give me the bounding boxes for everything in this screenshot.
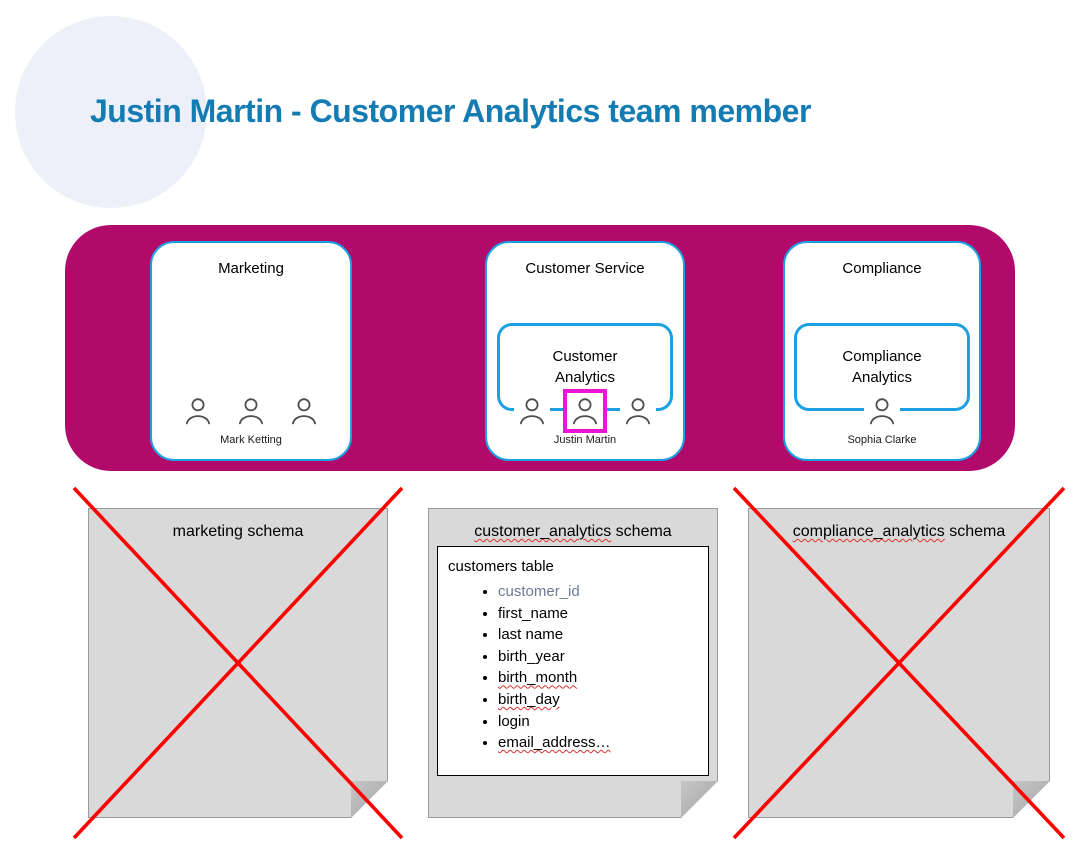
dept-marketing: Marketing Mark Ketting — [150, 241, 352, 461]
folded-corner — [1013, 781, 1050, 818]
column-list: customer_id first_name last name birth_y… — [448, 581, 702, 754]
folded-corner — [351, 781, 388, 818]
dept-name: Compliance — [842, 260, 922, 277]
customers-table: customers table customer_id first_name l… — [437, 546, 709, 776]
column-item: first_name — [498, 603, 702, 625]
member-label: Sophia Clarke — [847, 434, 917, 446]
folded-corner — [681, 781, 718, 818]
note-background — [748, 508, 1050, 818]
schema-note-compliance-analytics: compliance_analytics schema — [748, 508, 1050, 818]
column-item: last name — [498, 624, 702, 646]
customer-analytics-members — [487, 389, 683, 433]
team-name: Compliance Analytics — [842, 348, 922, 386]
column-item: birth_year — [498, 646, 702, 668]
compliance-analytics-members — [785, 393, 979, 429]
column-item: birth_day — [498, 689, 702, 711]
schema-title-word: compliance_analytics — [792, 523, 945, 540]
dept-compliance: Compliance Compliance Analytics Sophia C… — [783, 241, 981, 461]
dept-customer-service: Customer Service Customer Analytics Just… — [485, 241, 685, 461]
table-title: customers table — [448, 558, 554, 575]
person-icon — [233, 393, 269, 429]
person-icon-justin-martin-highlighted — [563, 389, 607, 433]
schema-title: customer_analytics schema — [428, 523, 718, 541]
column-item: login — [498, 711, 702, 733]
schema-note-customer-analytics: customer_analytics schema customers tabl… — [428, 508, 718, 818]
person-icon — [286, 393, 322, 429]
person-icon — [514, 393, 550, 429]
schema-title-word: customer_analytics — [474, 523, 612, 540]
schema-title: marketing schema — [172, 523, 304, 540]
column-item: email_address… — [498, 732, 702, 754]
page-title: Justin Martin - Customer Analytics team … — [90, 93, 811, 129]
person-icon — [620, 393, 656, 429]
member-label: Mark Ketting — [220, 434, 282, 446]
schema-title-suffix: schema — [944, 523, 1006, 540]
column-item: customer_id — [498, 581, 702, 603]
decorative-circle — [15, 16, 207, 208]
person-icon — [180, 393, 216, 429]
team-name: Customer Analytics — [552, 348, 618, 386]
schema-note-marketing: marketing schema — [88, 508, 388, 818]
org-chart-container: Marketing Mark Ketting Customer Service … — [65, 225, 1015, 471]
column-item: birth_month — [498, 667, 702, 689]
marketing-members — [152, 393, 350, 429]
person-icon — [864, 393, 900, 429]
schema-title: compliance_analytics schema — [748, 523, 1050, 541]
dept-name: Customer Service — [525, 260, 645, 277]
dept-name: Marketing — [218, 260, 284, 277]
schema-title-suffix: schema — [611, 523, 672, 540]
note-background — [88, 508, 388, 818]
member-label: Justin Martin — [553, 434, 617, 446]
